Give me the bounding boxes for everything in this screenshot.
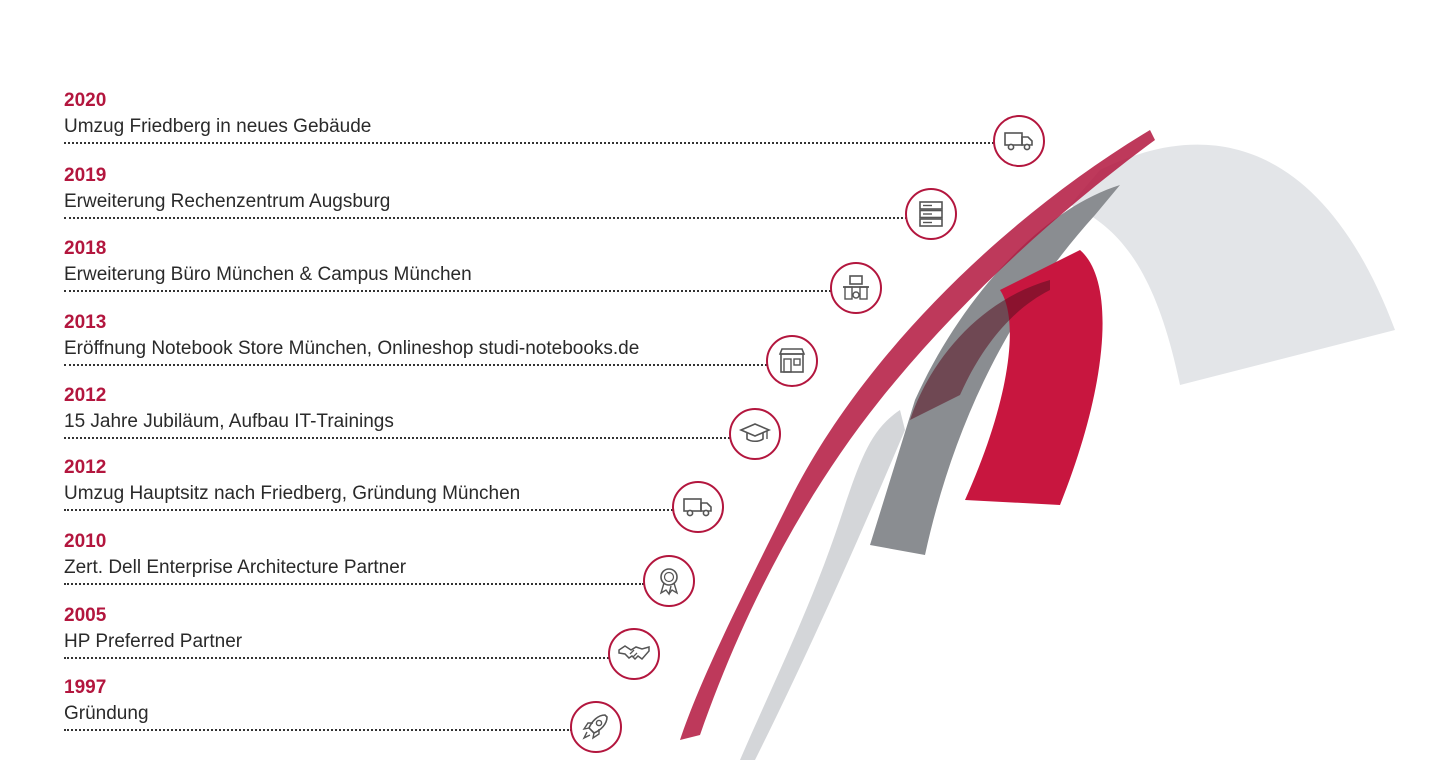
dotted-connector-line: [64, 729, 572, 731]
dotted-connector-line: [64, 509, 673, 511]
timeline-description: Erweiterung Rechenzentrum Augsburg: [64, 191, 391, 212]
graduation-cap-icon: [729, 408, 781, 460]
timeline-description: Eröffnung Notebook Store München, Online…: [64, 338, 640, 359]
timeline-description: Zert. Dell Enterprise Architecture Partn…: [64, 557, 407, 578]
swoosh-light-gray-band: [1070, 144, 1395, 385]
dotted-connector-line: [64, 217, 907, 219]
timeline-year: 2005: [64, 605, 107, 626]
office-desk-icon: [830, 262, 882, 314]
storefront-icon: [766, 335, 818, 387]
timeline-entry-2012-a: 2012 15 Jahre Jubiläum, Aufbau IT-Trainin…: [64, 385, 730, 445]
timeline-description: HP Preferred Partner: [64, 631, 243, 652]
dotted-connector-line: [64, 583, 644, 585]
dotted-connector-line: [64, 437, 730, 439]
award-medal-icon: [643, 555, 695, 607]
swoosh-gray-thin-stroke: [740, 410, 905, 760]
timeline-description: Gründung: [64, 703, 149, 724]
timeline-description: 15 Jahre Jubiläum, Aufbau IT-Trainings: [64, 411, 394, 432]
dotted-connector-line: [64, 142, 994, 144]
server-rack-icon: [905, 188, 957, 240]
dotted-connector-line: [64, 364, 767, 366]
timeline-description: Umzug Hauptsitz nach Friedberg, Gründung…: [64, 483, 521, 504]
dotted-connector-line: [64, 657, 609, 659]
timeline-year: 2013: [64, 312, 107, 333]
truck-icon: [993, 115, 1045, 167]
timeline-year: 2012: [64, 457, 107, 478]
swoosh-dark-gray-band: [870, 185, 1120, 555]
dotted-connector-line: [64, 290, 831, 292]
timeline-description: Erweiterung Büro München & Campus Münche…: [64, 264, 472, 285]
rocket-icon: [570, 701, 622, 753]
timeline-year: 2019: [64, 165, 107, 186]
timeline-description: Umzug Friedberg in neues Gebäude: [64, 116, 372, 137]
timeline-year: 1997: [64, 677, 107, 698]
truck-icon: [672, 481, 724, 533]
timeline-entry-2005: 2005 HP Preferred Partner: [64, 605, 609, 665]
swoosh-red-band: [965, 250, 1103, 505]
handshake-icon: [608, 628, 660, 680]
timeline-year: 2018: [64, 238, 107, 259]
swoosh-dark-overlay: [910, 280, 1050, 420]
timeline-year: 2020: [64, 90, 107, 111]
timeline-year: 2010: [64, 531, 107, 552]
timeline-year: 2012: [64, 385, 107, 406]
